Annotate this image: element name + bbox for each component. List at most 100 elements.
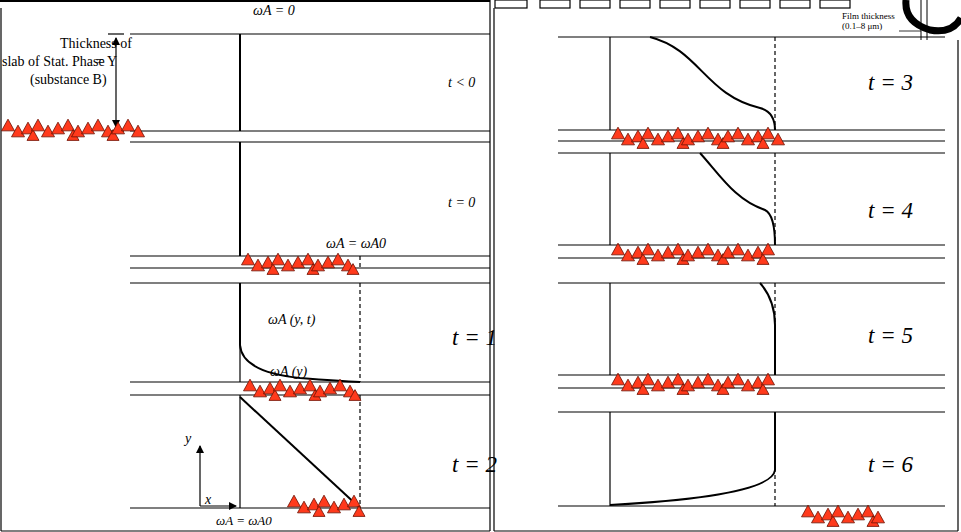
molecule-triangle	[702, 373, 715, 385]
molecule-triangle	[772, 133, 785, 145]
molecule-triangle	[622, 133, 635, 145]
molecule-triangle	[292, 256, 305, 268]
molecule-triangle	[334, 379, 347, 391]
molecule-triangle	[284, 385, 297, 397]
molecule-triangle	[812, 511, 825, 523]
annotation: Thickness of	[60, 36, 132, 51]
molecule-triangle	[254, 385, 267, 397]
molecule-triangle	[742, 379, 755, 391]
molecule-triangle	[294, 382, 307, 394]
molecule-triangle	[852, 508, 865, 520]
molecule-triangle	[692, 376, 705, 388]
molecule-triangle	[328, 501, 341, 513]
molecule-triangle	[353, 506, 365, 517]
molecule-triangle	[92, 119, 105, 131]
molecule-triangle	[338, 498, 351, 510]
molecule-triangle	[662, 376, 675, 388]
molecule-triangle	[702, 243, 715, 255]
molecule-triangle	[282, 259, 295, 271]
annotation: slab of Stat. Phase	[2, 54, 105, 69]
molecule-triangle	[272, 253, 285, 265]
molecule-triangle	[672, 127, 685, 139]
annotation: (substance B)	[30, 72, 107, 87]
time-label: t = 6	[868, 452, 913, 477]
annotation: t < 0	[448, 75, 475, 90]
molecule-triangle	[612, 243, 625, 255]
molecule-triangle	[132, 125, 145, 137]
molecule-triangle	[862, 505, 875, 517]
molecule-triangle	[692, 246, 705, 258]
molecule-triangle	[872, 511, 885, 523]
molecule-triangle	[722, 376, 735, 388]
molecule-triangle	[302, 253, 315, 265]
annotation: t = 0	[448, 195, 475, 210]
molecule-triangle	[682, 379, 695, 391]
time-label: t = 2	[452, 452, 497, 477]
annotation: y	[185, 431, 191, 446]
molecule-triangle	[298, 501, 311, 513]
molecule-triangle	[72, 125, 85, 137]
molecule-triangle	[642, 373, 655, 385]
time-label: t = 4	[868, 198, 913, 223]
molecule-triangle	[672, 243, 685, 255]
molecule-triangle	[732, 373, 745, 385]
molecule-triangle	[762, 373, 775, 385]
molecule-triangle	[832, 505, 845, 517]
molecule-triangle	[348, 495, 361, 507]
molecule-triangle	[682, 133, 695, 145]
molecule-triangle	[288, 495, 301, 507]
molecule-triangle	[304, 379, 317, 391]
molecule-triangle	[82, 122, 95, 134]
molecule-triangle	[324, 382, 337, 394]
molecule-triangle	[702, 127, 715, 139]
molecule-triangle	[642, 127, 655, 139]
molecule-triangle	[762, 127, 775, 139]
molecule-triangle	[692, 130, 705, 142]
molecule-triangle	[622, 379, 635, 391]
molecule-triangle	[672, 373, 685, 385]
molecule-triangle	[274, 379, 287, 391]
annotation: x	[205, 492, 211, 507]
molecule-triangle	[662, 246, 675, 258]
molecule-triangle	[652, 133, 665, 145]
annotation: ωA = ωA0	[216, 514, 272, 528]
molecule-triangle	[682, 249, 695, 261]
molecule-triangle	[762, 243, 775, 255]
time-label: t = 5	[868, 323, 913, 348]
molecule-triangle	[318, 495, 331, 507]
time-label: t = 1	[452, 325, 497, 350]
molecule-triangle	[347, 264, 359, 275]
molecule-triangle	[2, 119, 15, 131]
molecule-triangle	[42, 125, 55, 137]
molecule-triangle	[242, 253, 255, 265]
molecule-triangle	[314, 385, 327, 397]
molecule-triangle	[349, 390, 361, 401]
molecule-triangle	[652, 249, 665, 261]
molecule-triangle	[612, 373, 625, 385]
molecule-triangle	[842, 511, 855, 523]
molecule-triangle	[742, 133, 755, 145]
molecule-group	[2, 119, 885, 526]
molecule-triangle	[652, 379, 665, 391]
molecule-triangle	[662, 130, 675, 142]
molecule-triangle	[612, 127, 625, 139]
molecule-triangle	[722, 246, 735, 258]
molecule-triangle	[62, 119, 75, 131]
molecule-triangle	[12, 125, 25, 137]
molecule-triangle	[112, 122, 125, 134]
molecule-triangle	[732, 127, 745, 139]
molecule-triangle	[642, 243, 655, 255]
molecule-triangle	[622, 249, 635, 261]
time-label: t = 3	[868, 70, 913, 95]
annotation: = Y	[96, 54, 117, 69]
molecule-triangle	[312, 259, 325, 271]
annotation: ωA = 0	[253, 3, 295, 18]
annotation: ωA = ωA0	[326, 236, 386, 251]
callout-text: Film thickness (0.1–8 μm)	[842, 12, 898, 32]
molecule-triangle	[52, 122, 65, 134]
molecule-triangle	[252, 259, 265, 271]
molecule-triangle	[322, 256, 335, 268]
annotation: ωA (y, t)	[268, 312, 315, 327]
molecule-triangle	[332, 253, 345, 265]
